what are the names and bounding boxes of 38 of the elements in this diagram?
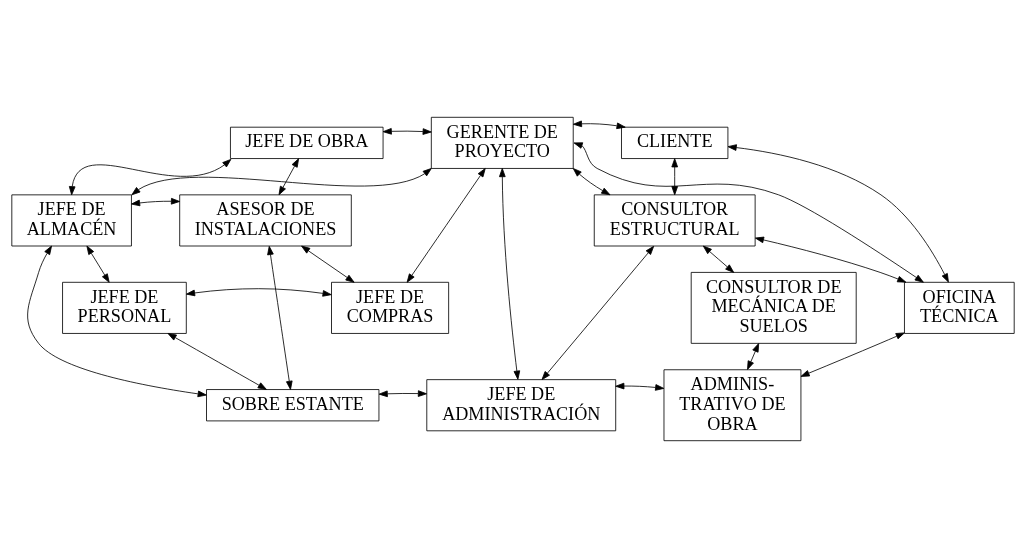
node-box: JEFE DE PERSONAL	[62, 281, 187, 334]
node-box: SOBRE ESTANTE	[206, 389, 380, 422]
arrow	[727, 144, 949, 283]
node-box: ASESOR DE INSTALACIONES	[179, 194, 352, 247]
node-box: JEFE DE COMPRAS	[331, 281, 450, 334]
node-box: CONSULTOR DE MECÁNICA DE SUELOS	[690, 272, 857, 344]
arrow	[68, 158, 232, 196]
node-box: JEFE DE ALMACÉN	[11, 194, 132, 247]
arrow	[754, 236, 907, 283]
arrow	[278, 158, 299, 196]
arrow	[800, 332, 905, 377]
arrow	[615, 382, 665, 391]
node-box: GERENTE DE PROYECTO	[430, 116, 574, 169]
node-box: OFICINA TÉCNICA	[904, 281, 1015, 334]
arrow	[167, 333, 267, 390]
arrow	[27, 245, 207, 398]
arrow	[671, 158, 678, 196]
arrow	[406, 168, 486, 283]
arrow	[382, 128, 432, 135]
arrow	[301, 245, 355, 283]
arrow	[378, 390, 427, 398]
arrow	[499, 168, 521, 380]
node-box: JEFE DE OBRA	[230, 126, 384, 159]
arrow	[747, 343, 760, 370]
arrow	[186, 288, 332, 297]
arrow	[572, 120, 626, 130]
arrow	[131, 168, 432, 196]
arrow	[572, 168, 611, 196]
node-box: JEFE DE ADMINISTRACIÓN	[426, 379, 617, 432]
arrow	[573, 142, 924, 283]
arrow	[702, 245, 735, 273]
arrow	[541, 245, 655, 381]
node-box: ADMINIS- TRATIVO DE OBRA	[663, 369, 802, 442]
node-box: CONSULTOR ESTRUCTURAL	[593, 194, 756, 247]
arrow	[131, 197, 181, 207]
node-box: CLIENTE	[621, 126, 729, 159]
arrow	[267, 245, 293, 390]
arrow	[86, 245, 110, 283]
